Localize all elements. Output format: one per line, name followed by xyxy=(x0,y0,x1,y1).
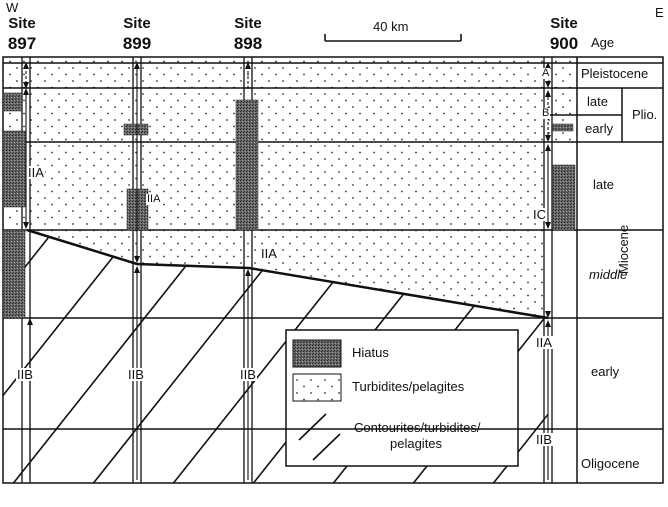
unit-arrowheads xyxy=(23,62,551,327)
legend-turbidites-swatch xyxy=(292,373,342,402)
site-900-word: Site xyxy=(550,15,578,32)
unit-a-label: A xyxy=(541,67,551,79)
age-pliocene-late: late xyxy=(587,94,608,109)
age-miocene-late: late xyxy=(593,177,614,192)
site-898-number: 898 xyxy=(233,34,263,53)
legend-contourites-swatch xyxy=(298,413,341,461)
west-label: W xyxy=(6,0,19,15)
age-miocene-middle: middle xyxy=(589,267,628,282)
turbidites-upper-area xyxy=(3,57,577,142)
unit-iib-899-label: IIB xyxy=(127,367,145,382)
unconformity-line xyxy=(26,228,549,320)
unit-ic-label: IC xyxy=(532,207,547,222)
unit-iib-898-label: IIB xyxy=(239,367,257,382)
age-miocene: Miocene xyxy=(616,224,631,274)
scale-bar-label: 40 km xyxy=(373,19,409,34)
site-897-number: 897 xyxy=(7,34,37,53)
east-label: E xyxy=(655,5,664,20)
unit-iib-900-label: IIB xyxy=(535,432,553,447)
site-899-word: Site xyxy=(123,15,151,32)
age-miocene-early: early xyxy=(591,364,620,379)
site-899-number: 899 xyxy=(122,34,152,53)
legend-contourites-label-line1: Contourites/turbidites/ xyxy=(354,420,481,435)
site-898-word: Site xyxy=(234,15,262,32)
hiatus-blocks xyxy=(2,92,576,319)
site-897-word: Site xyxy=(8,15,36,32)
unit-iia-898-label: IIA xyxy=(260,246,278,261)
scale-bar xyxy=(324,34,462,42)
unit-iib-897-label: IIB xyxy=(16,367,34,382)
site-900-number: 900 xyxy=(549,34,579,53)
legend-contourites-label-line2: pelagites xyxy=(390,436,443,451)
unit-iia-900-label: IIA xyxy=(535,335,553,350)
age-pleistocene: Pleistocene xyxy=(581,66,649,81)
legend-hiatus-label: Hiatus xyxy=(352,345,389,360)
legend-turbidites-label: Turbidites/pelagites xyxy=(352,379,465,394)
legend-hiatus-swatch xyxy=(292,339,342,368)
unit-iia-899-label: IIA xyxy=(146,193,162,205)
unit-iia-897-label: IIA xyxy=(27,165,45,180)
age-pliocene-early: early xyxy=(585,121,614,136)
age-pliocene: Plio. xyxy=(632,107,658,122)
age-header: Age xyxy=(591,35,615,50)
age-oligocene: Oligocene xyxy=(581,456,640,471)
unit-b-label: B xyxy=(541,107,551,119)
